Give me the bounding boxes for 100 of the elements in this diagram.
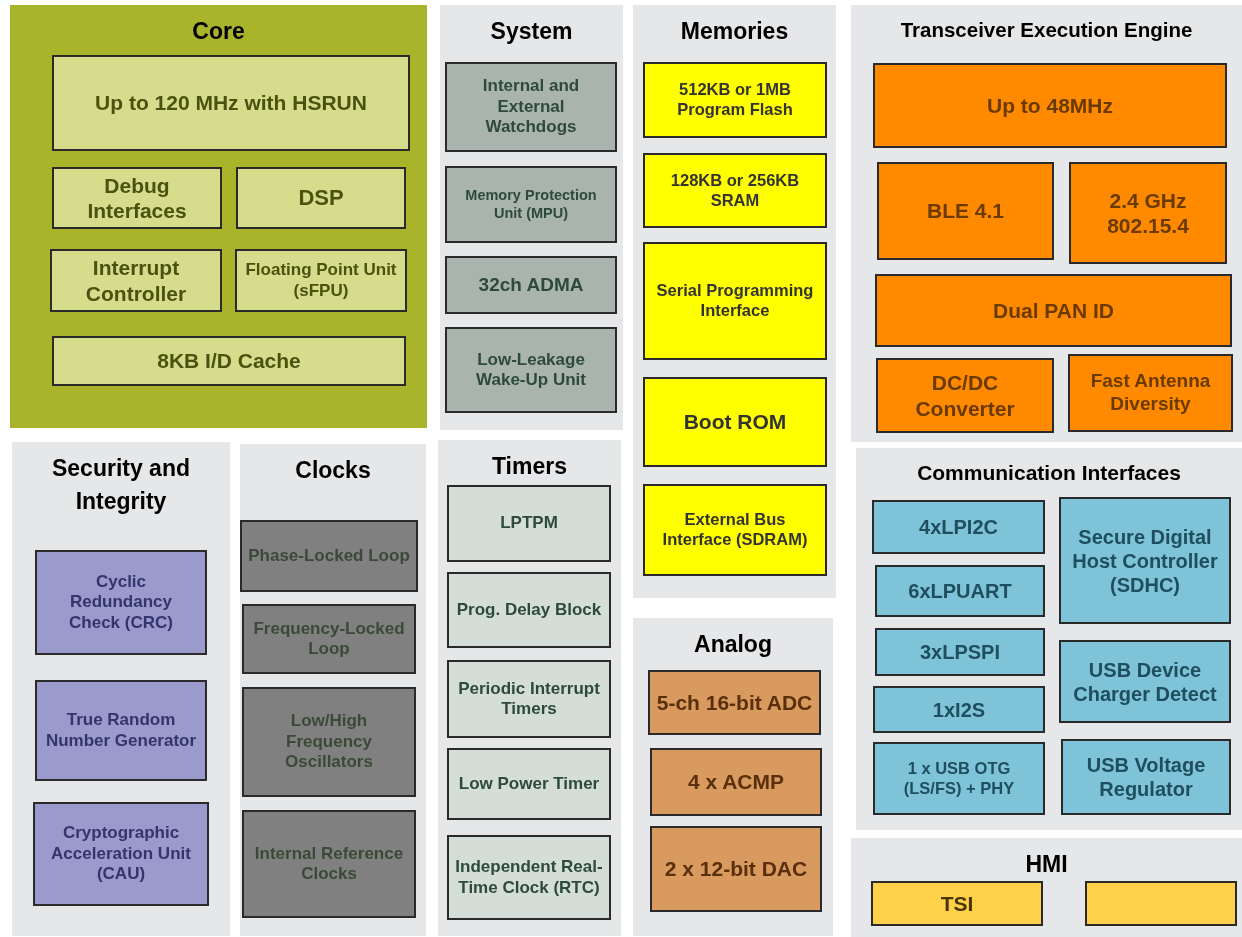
block-label: Frequency-Locked Loop	[252, 618, 406, 660]
module-block	[643, 484, 827, 576]
section-title: System	[489, 17, 574, 46]
block-label: 512KB or 1MB Program Flash	[676, 80, 794, 120]
section-panel	[440, 5, 623, 430]
block-label: Cryptographic Acceleration Unit (CAU)	[50, 823, 192, 885]
section-title: Analog	[693, 630, 773, 659]
block-label: Up to 48MHz	[987, 92, 1113, 119]
section-panel	[633, 618, 833, 936]
module-block	[242, 604, 416, 674]
section-title: Transceiver Execution Engine	[899, 17, 1194, 43]
block-label: External Bus Interface (SDRAM)	[661, 510, 809, 550]
block-label: Independent Real-Time Clock (RTC)	[455, 857, 603, 898]
module-block	[447, 835, 611, 920]
block-label: 32ch ADMA	[478, 273, 584, 297]
module-block	[447, 748, 611, 820]
module-block	[35, 550, 207, 655]
block-label: Secure Digital Host Controller (SDHC)	[1071, 524, 1219, 597]
block-label: Periodic Interrupt Timers	[457, 678, 601, 720]
block-label: Boot ROM	[683, 409, 787, 435]
section-title: Clocks	[294, 456, 372, 485]
block-label: Low-Leakage Wake-Up Unit	[475, 349, 587, 391]
block-label: 1 x USB OTG (LS/FS) + PHY	[902, 758, 1016, 799]
section-title: Memories	[679, 17, 790, 46]
section-panel	[12, 442, 230, 936]
module-block	[650, 748, 822, 816]
module-block	[877, 162, 1054, 260]
module-block	[242, 687, 416, 797]
block-label: 5-ch 16-bit ADC	[656, 689, 813, 716]
module-block	[1069, 162, 1227, 264]
block-label: Prog. Delay Block	[456, 599, 602, 621]
section-title: Core	[191, 17, 246, 46]
block-label: BLE 4.1	[927, 198, 1004, 224]
module-block	[643, 242, 827, 360]
section-panel	[851, 838, 1242, 937]
module-block	[871, 881, 1043, 926]
block-label: DSP	[298, 184, 344, 212]
block-label: TSI	[940, 890, 974, 917]
block-label: DC/DC Converter	[914, 370, 1016, 421]
module-block	[875, 274, 1232, 347]
module-block	[1085, 881, 1237, 926]
module-block	[52, 336, 406, 386]
block-label: Serial Programming Interface	[655, 281, 815, 321]
module-block	[643, 377, 827, 467]
block-label: Floating Point Unit (sFPU)	[244, 260, 398, 301]
block-label: Memory Protection Unit (MPU)	[464, 187, 598, 222]
module-block	[875, 628, 1045, 676]
module-block	[873, 686, 1045, 733]
block-label: Cyclic Redundancy Check (CRC)	[68, 571, 174, 634]
module-block	[648, 670, 821, 735]
block-label: 2.4 GHz 802.15.4	[1106, 187, 1190, 239]
module-block	[240, 520, 418, 592]
block-label: LPTPM	[500, 513, 558, 534]
module-block	[643, 153, 827, 228]
module-block	[242, 810, 416, 918]
block-label: Interrupt Controller	[84, 255, 188, 306]
block-label: Fast Antenna Diversity	[1089, 370, 1212, 416]
block-label: USB Voltage Regulator	[1085, 753, 1207, 801]
module-block	[876, 358, 1054, 433]
block-label: 6xLPUART	[908, 579, 1012, 603]
module-block	[445, 256, 617, 314]
block-label: Low Power Timer	[458, 773, 600, 795]
module-block	[1059, 640, 1231, 723]
module-block	[236, 167, 406, 229]
block-label: Dual PAN ID	[993, 297, 1114, 324]
block-label: Internal and External Watchdogs	[481, 76, 581, 138]
module-block	[873, 63, 1227, 148]
block-label: 4 x ACMP	[687, 769, 785, 795]
module-block	[875, 565, 1045, 617]
module-block	[52, 55, 410, 151]
block-label: USB Device Charger Detect	[1072, 657, 1218, 706]
module-block	[650, 826, 822, 912]
module-block	[643, 62, 827, 138]
module-block	[52, 167, 222, 229]
block-label: 3xLPSPI	[919, 640, 1000, 664]
section-panel	[438, 440, 621, 936]
block-label: 4xLPI2C	[919, 515, 998, 539]
module-block	[447, 572, 611, 648]
module-block	[1061, 739, 1231, 815]
section-panel	[851, 5, 1242, 442]
block-label: 1xI2S	[932, 697, 986, 722]
module-block	[872, 500, 1045, 554]
module-block	[873, 742, 1045, 815]
module-block	[33, 802, 209, 906]
section-title: Security and Integrity	[50, 454, 191, 517]
section-panel	[856, 448, 1242, 830]
block-label: Debug Interfaces	[86, 172, 188, 224]
section-title: HMI	[1024, 850, 1069, 879]
module-block	[50, 249, 222, 312]
section-panel	[240, 444, 426, 936]
module-block	[447, 660, 611, 738]
module-block	[1059, 497, 1231, 624]
block-label: 128KB or 256KB SRAM	[669, 170, 801, 211]
section-panel	[633, 5, 836, 598]
module-block	[445, 166, 617, 243]
block-label: Internal Reference Clocks	[253, 843, 405, 885]
block-label: 2 x 12-bit DAC	[664, 856, 808, 882]
module-block	[445, 62, 617, 152]
block-label: True Random Number Generator	[44, 710, 198, 751]
section-panel	[10, 5, 427, 428]
